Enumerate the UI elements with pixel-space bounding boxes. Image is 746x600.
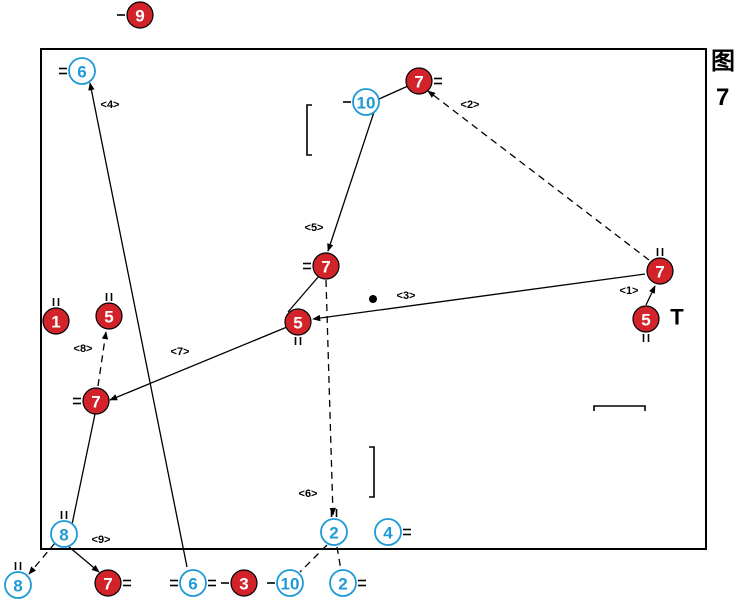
pass-7-right-to-7-top: [427, 90, 650, 261]
player-circle: [352, 88, 380, 116]
pass-2-to-2-bottom: [336, 546, 342, 571]
figure-number: 7: [716, 84, 730, 111]
ball-marker: [369, 295, 377, 303]
player-number: 8: [59, 526, 68, 545]
player-circle: [632, 305, 660, 333]
player-circle: [320, 518, 348, 546]
player-number: 2: [338, 575, 347, 594]
player-number: 6: [77, 63, 86, 82]
player-circle: [94, 569, 122, 597]
pass-7-left-to-5-left: [97, 331, 109, 387]
pass-label-6: <6>: [299, 488, 318, 500]
pass-label-7: <7>: [171, 346, 190, 358]
player-number: 8: [13, 577, 22, 596]
pass-7-center-to-2: [325, 279, 336, 516]
player-2-goal: 2: [320, 509, 348, 546]
player-circle: [405, 67, 433, 95]
player-number: 7: [91, 393, 100, 412]
player-3-bottom: 3: [221, 569, 258, 597]
player-5-left: 5: [95, 293, 123, 330]
player-circle: [42, 307, 70, 335]
player-7-right: 7: [646, 248, 674, 285]
player-number: 10: [281, 575, 300, 594]
path-8-to-7-bottom: [67, 545, 100, 573]
player-number: 7: [655, 263, 664, 282]
player-number: 7: [321, 258, 330, 277]
player-5-center: 5: [284, 308, 312, 345]
pass-2-to-10-bottom: [299, 544, 328, 573]
player-circle: [68, 57, 96, 85]
player-10-top: 10: [343, 88, 380, 116]
player-5-right: 5: [632, 305, 660, 342]
player-top-9: 9: [117, 1, 154, 29]
screen-bracket-top: [306, 104, 312, 156]
player-number: 5: [293, 314, 302, 333]
pass-8-to-8-out: [28, 542, 56, 575]
player-number: 9: [135, 7, 144, 26]
player-circle: [312, 252, 340, 280]
player-circle: [230, 569, 258, 597]
player-number: 4: [383, 524, 393, 543]
player-number: 1: [51, 313, 60, 332]
path-7c-5c: [287, 275, 320, 313]
pass-label-5: <5>: [305, 222, 324, 234]
screen-bracket-bottom: [369, 446, 375, 498]
player-number: 3: [239, 575, 248, 594]
player-circle: [329, 569, 357, 597]
player-circle: [374, 518, 402, 546]
player-7-top: 7: [405, 67, 442, 95]
player-circle: [646, 257, 674, 285]
path-6-diagonal: [88, 82, 188, 568]
pass-label-9: <9>: [92, 534, 111, 546]
player-2-bottom: 2: [329, 569, 366, 597]
screen-bracket-right: [593, 405, 646, 411]
pass-label-3: <3>: [397, 290, 416, 302]
player-number: 6: [188, 575, 197, 594]
pass-label-1: <1>: [620, 285, 639, 297]
player-8-inner: 8: [50, 511, 78, 548]
player-circle: [50, 520, 78, 548]
path-10-7-top: [378, 85, 409, 100]
figure-caption: 图: [711, 48, 735, 75]
player-circle: [4, 571, 32, 599]
players-layer: 9 6 10 7 7 7 5 1 5 5 7 8 2 4 8 7 6 3 10 2: [4, 1, 674, 599]
player-circle: [276, 569, 304, 597]
player-number: 5: [641, 311, 650, 330]
player-circle: [179, 569, 207, 597]
path-5c-to-7-left: [109, 326, 288, 401]
pass-label-2: <2>: [461, 99, 480, 111]
court-boundary: [40, 48, 707, 550]
pass-label-8: <8>: [74, 343, 93, 355]
player-8-out: 8: [4, 562, 32, 599]
player-circle: [95, 302, 123, 330]
player-1-left: 1: [42, 298, 70, 335]
player-10-bottom: 10: [267, 569, 304, 597]
path-7-to-5: [312, 273, 646, 322]
player-circle: [284, 308, 312, 336]
player-circle: [126, 1, 154, 29]
player-number: 5: [104, 308, 113, 327]
player-6-bottom: 6: [170, 569, 216, 597]
player-4-goal: 4: [374, 518, 411, 546]
path-7-left-down: [69, 413, 96, 535]
player-circle: [82, 387, 110, 415]
path-5-to-7-right: [645, 285, 656, 306]
player-7-bottom: 7: [94, 569, 131, 597]
player-6-top: 6: [59, 57, 96, 85]
player-number: 2: [329, 524, 338, 543]
path-10-to-7: [327, 108, 376, 252]
pass-label-4: <4>: [101, 99, 120, 111]
player-number: 10: [357, 94, 376, 113]
player-number: 7: [414, 73, 423, 92]
t-symbol: T: [670, 305, 684, 330]
player-7-center: 7: [303, 252, 340, 280]
player-number: 7: [103, 575, 112, 594]
player-7-left: 7: [73, 387, 110, 415]
